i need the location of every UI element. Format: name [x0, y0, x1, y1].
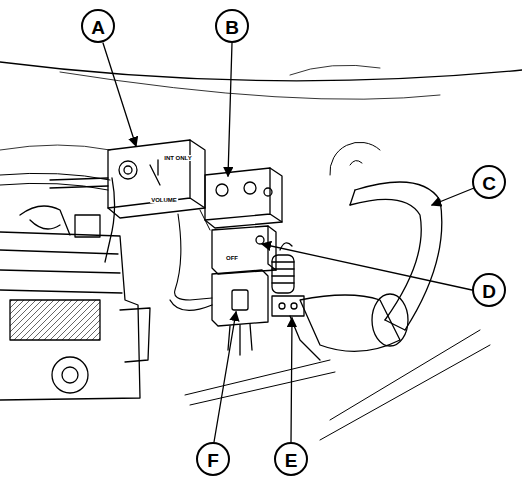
panel-marking: INT ONLY — [163, 155, 192, 161]
callout-letter: E — [285, 451, 298, 470]
connector-box-e — [272, 296, 320, 360]
air-duct — [300, 142, 490, 440]
callout-letter: C — [482, 174, 496, 193]
callout-letter: A — [91, 18, 105, 37]
leader-line — [103, 43, 474, 442]
control-box-b — [205, 168, 282, 228]
engine-block — [0, 173, 150, 400]
junction-box-f — [170, 270, 268, 355]
callout-circle — [82, 10, 505, 475]
panel-marking: VOLUME — [150, 197, 178, 203]
callout-letter: D — [482, 282, 496, 301]
control-box-a — [50, 140, 205, 262]
switch-box-d — [212, 226, 276, 274]
panel-marking: OFF — [225, 255, 239, 261]
hull-line — [0, 62, 522, 81]
callout-letter: F — [207, 451, 219, 470]
callout-letter: B — [225, 18, 239, 37]
